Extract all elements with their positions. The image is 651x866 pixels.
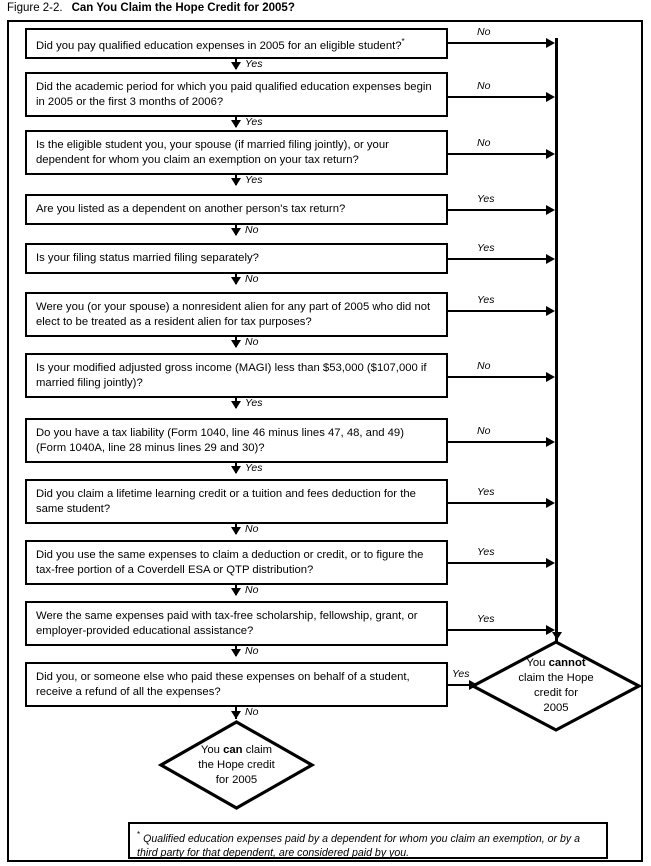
branch-arrowhead-q3	[546, 149, 555, 159]
question-box-q2[interactable]: Did the academic period for which you pa…	[25, 72, 448, 117]
outcome-text-cannot-claim: You cannot claim the Hope credit for 200…	[518, 657, 594, 714]
flow-label-q7-q8: Yes	[245, 397, 263, 409]
outcome-diamond-cannot-claim[interactable]: You cannot claim the Hope credit for 200…	[469, 640, 643, 732]
flow-label-q5-q6: No	[245, 273, 259, 285]
question-text-q8: Do you have a tax liability (Form 1040, …	[36, 426, 404, 454]
question-box-q5[interactable]: Is your filing status married filing sep…	[25, 243, 448, 274]
branch-label-q10: Yes	[477, 546, 495, 558]
branch-line-q7	[448, 376, 553, 378]
question-box-q7[interactable]: Is your modified adjusted gross income (…	[25, 353, 448, 398]
question-text-q3: Is the eligible student you, your spouse…	[36, 138, 389, 166]
flow-label-q2-q3: Yes	[245, 116, 263, 128]
outcome-text-can-claim: You can claim the Hope credit for 2005	[198, 743, 275, 786]
question-box-q12[interactable]: Did you, or someone else who paid these …	[25, 662, 448, 707]
flow-arrowhead-q4-q5	[231, 228, 241, 236]
branch-line-q2	[448, 96, 553, 98]
figure-border	[7, 20, 643, 862]
branch-label-q3: No	[477, 137, 491, 149]
question-text-q10: Did you use the same expenses to claim a…	[36, 548, 424, 576]
footnote-text: * Qualified education expenses paid by a…	[137, 830, 581, 859]
flow-arrowhead-q6-q7	[231, 340, 241, 348]
flow-label-q1-q2: Yes	[245, 58, 263, 70]
branch-line-q8	[448, 441, 553, 443]
question-box-q9[interactable]: Did you claim a lifetime learning credit…	[25, 479, 448, 524]
branch-line-q4	[448, 209, 553, 211]
branch-line-q12	[448, 684, 476, 686]
outcome-diamond-can-claim[interactable]: You can claim the Hope credit for 2005	[157, 720, 316, 810]
footnote-box: * Qualified education expenses paid by a…	[128, 822, 608, 859]
branch-line-q6	[448, 310, 553, 312]
flow-arrowhead-q10-q11	[231, 588, 241, 596]
question-box-q6[interactable]: Were you (or your spouse) a nonresident …	[25, 292, 448, 337]
question-text-q2: Did the academic period for which you pa…	[36, 80, 432, 108]
branch-line-q1	[448, 42, 553, 44]
branch-label-q11: Yes	[477, 613, 495, 625]
branch-arrowhead-q9	[546, 498, 555, 508]
branch-arrowhead-q11	[546, 625, 555, 635]
figure-number: Figure 2-2.	[7, 2, 63, 14]
branch-line-q9	[448, 502, 553, 504]
question-box-q3[interactable]: Is the eligible student you, your spouse…	[25, 130, 448, 175]
question-box-q1[interactable]: Did you pay qualified education expenses…	[25, 28, 448, 59]
branch-arrowhead-q4	[546, 205, 555, 215]
branch-arrowhead-q6	[546, 306, 555, 316]
branch-line-q3	[448, 153, 553, 155]
diamond-shape-can-icon	[157, 720, 316, 810]
flow-label-q6-q7: No	[245, 336, 259, 348]
branch-label-q4: Yes	[477, 193, 495, 205]
branch-arrowhead-q10	[546, 558, 555, 568]
branch-arrowhead-q7	[546, 372, 555, 382]
flow-arrowhead-q8-q9	[231, 466, 241, 474]
branch-label-q5: Yes	[477, 242, 495, 254]
question-text-q4: Are you listed as a dependent on another…	[36, 203, 346, 215]
question-text-q5: Is your filing status married filing sep…	[36, 252, 259, 264]
footnote-marker: *	[401, 36, 405, 46]
branch-arrowhead-q8	[546, 437, 555, 447]
branch-label-q8: No	[477, 425, 491, 437]
flow-arrowhead-q1-q2	[231, 62, 241, 70]
question-text-q1: Did you pay qualified education expenses…	[36, 36, 405, 52]
flow-arrowhead-q3-q4	[231, 178, 241, 186]
branch-line-q10	[448, 562, 553, 564]
flow-label-q4-q5: No	[245, 224, 259, 236]
flow-label-q11-q12: No	[245, 645, 259, 657]
flow-label-q8-q9: Yes	[245, 462, 263, 474]
branch-arrowhead-q2	[546, 92, 555, 102]
branch-label-q9: Yes	[477, 486, 495, 498]
flow-label-q10-q11: No	[245, 584, 259, 596]
flow-arrowhead-q2-q3	[231, 120, 241, 128]
question-text-q9: Did you claim a lifetime learning credit…	[36, 487, 416, 515]
question-box-q10[interactable]: Did you use the same expenses to claim a…	[25, 540, 448, 585]
branch-trunk-line	[555, 38, 558, 648]
flow-label-q12-outcome: No	[245, 706, 259, 718]
branch-line-q11	[448, 629, 553, 631]
question-text-q12: Did you, or someone else who paid these …	[36, 670, 410, 698]
branch-arrowhead-q5	[546, 254, 555, 264]
branch-label-q1: No	[477, 26, 491, 38]
branch-label-q6: Yes	[477, 294, 495, 306]
branch-label-q2: No	[477, 80, 491, 92]
question-text-q11: Were the same expenses paid with tax-fre…	[36, 609, 418, 637]
flow-arrowhead-q7-q8	[231, 401, 241, 409]
question-text-q6: Were you (or your spouse) a nonresident …	[36, 300, 431, 328]
flow-label-q3-q4: Yes	[245, 174, 263, 186]
branch-arrowhead-q1	[546, 38, 555, 48]
flow-arrowhead-q9-q10	[231, 527, 241, 535]
page-title: Can You Claim the Hope Credit for 2005?	[71, 2, 295, 14]
question-box-q11[interactable]: Were the same expenses paid with tax-fre…	[25, 601, 448, 646]
trunk-arrowhead-cannot	[552, 632, 562, 640]
branch-label-q7: No	[477, 360, 491, 372]
footnote-asterisk: *	[137, 830, 141, 839]
question-box-q8[interactable]: Do you have a tax liability (Form 1040, …	[25, 418, 448, 463]
flow-arrowhead-q12-outcome	[231, 711, 241, 719]
figure-caption: Figure 2-2. Can You Claim the Hope Credit…	[7, 2, 295, 14]
question-box-q4[interactable]: Are you listed as a dependent on another…	[25, 194, 448, 225]
flow-arrowhead-q5-q6	[231, 277, 241, 285]
branch-label-q12: Yes	[452, 668, 470, 680]
branch-line-q5	[448, 258, 553, 260]
flow-arrowhead-q11-q12	[231, 649, 241, 657]
diamond-shape-cannot-icon	[469, 640, 643, 732]
flow-label-q9-q10: No	[245, 523, 259, 535]
question-text-q7: Is your modified adjusted gross income (…	[36, 361, 427, 389]
